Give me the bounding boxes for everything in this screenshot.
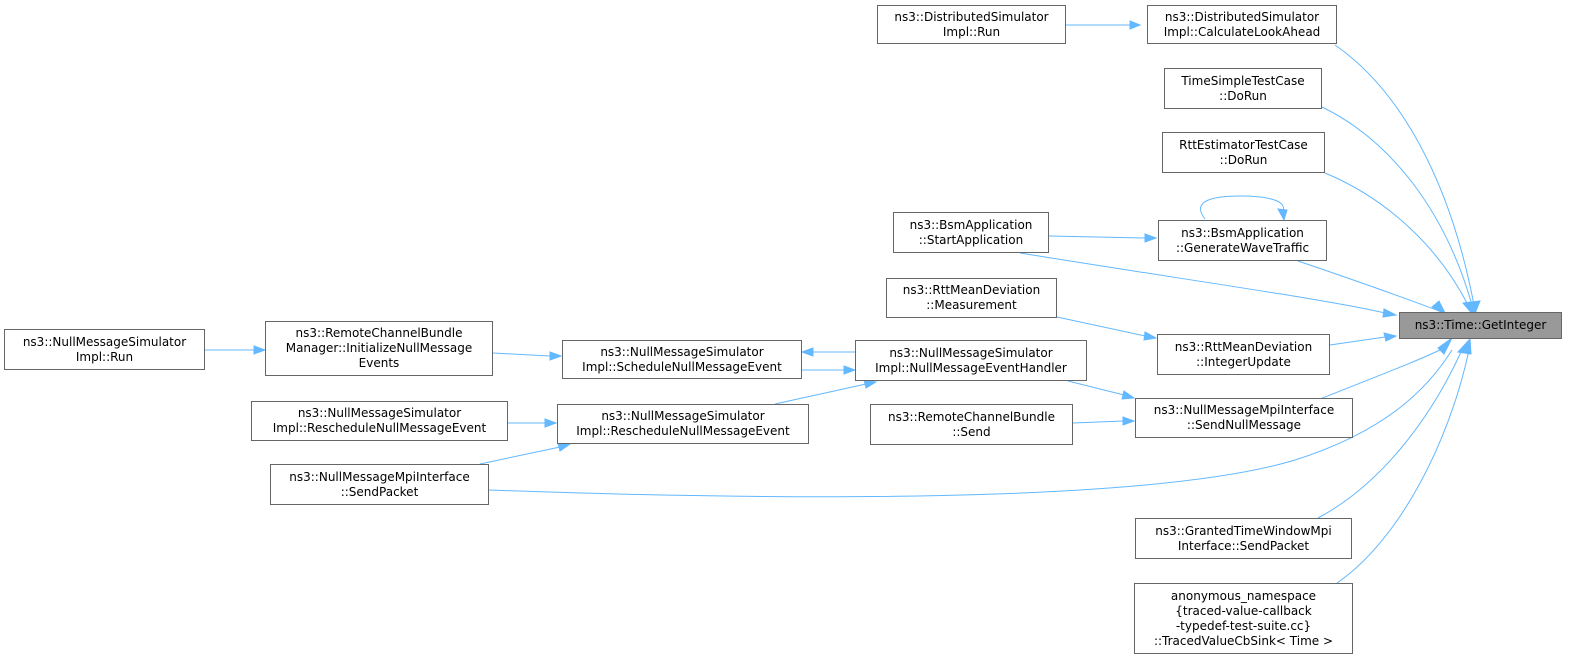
node-rtt-mean-deviation-integer-update[interactable]: ns3::RttMeanDeviation ::IntegerUpdate [1157, 334, 1330, 375]
node-label: ns3::NullMessageSimulator Impl::Schedule… [582, 344, 782, 374]
node-rcb-send[interactable]: ns3::RemoteChannelBundle ::Send [870, 404, 1073, 445]
node-rcb-manager-initialize-null-message-events[interactable]: ns3::RemoteChannelBundle Manager::Initia… [265, 321, 493, 376]
node-label: ns3::RemoteChannelBundle Manager::Initia… [285, 326, 473, 370]
edge-anon-sink-to-target [1336, 349, 1470, 584]
node-bsm-generate-wave-traffic[interactable]: ns3::BsmApplication ::GenerateWaveTraffi… [1158, 220, 1327, 261]
edge-bsm-start-to-target [1019, 252, 1386, 314]
node-label: ns3::NullMessageSimulator Impl::Reschedu… [576, 409, 790, 438]
node-rttestimatortestcase-dorun[interactable]: RttEstimatorTestCase ::DoRun [1162, 132, 1325, 173]
node-nmsi-null-message-event-handler[interactable]: ns3::NullMessageSimulator Impl::NullMess… [855, 340, 1087, 381]
edge-rcb-init-to-sched [492, 352, 551, 357]
edge-bsm-gen-self-loop [1199, 195, 1284, 220]
edge-sendpkt-to-target [488, 349, 1453, 498]
edge-tst-dorun-to-target [1321, 106, 1473, 306]
node-nmsi-reschedule-null-message-event-a[interactable]: ns3::NullMessageSimulator Impl::Reschedu… [557, 404, 809, 444]
edge-arrowhead [1122, 416, 1136, 426]
node-dsi-run[interactable]: ns3::DistributedSimulator Impl::Run [877, 5, 1066, 44]
edge-arrowhead [863, 379, 878, 389]
edge-lookahead-to-target [1334, 44, 1475, 306]
node-label: ns3::NullMessageSimulator Impl::Run [22, 334, 187, 364]
node-nmsi-schedule-null-message-event[interactable]: ns3::NullMessageSimulator Impl::Schedule… [562, 340, 802, 379]
node-dsi-calculate-lookahead[interactable]: ns3::DistributedSimulator Impl::Calculat… [1147, 5, 1337, 44]
node-label: ns3::DistributedSimulator Impl::Calculat… [1163, 9, 1321, 39]
edge-arrowhead [1129, 20, 1142, 30]
node-bsm-start-application[interactable]: ns3::BsmApplication ::StartApplication [893, 212, 1049, 253]
node-label: ns3::Time::GetInteger [1414, 318, 1547, 332]
edge-arrowhead [1143, 331, 1158, 341]
edge-arrowhead [557, 442, 572, 452]
node-label: ns3::RttMeanDeviation ::IntegerUpdate [1174, 339, 1313, 369]
node-label: ns3::RemoteChannelBundle ::Send [888, 409, 1055, 439]
edge-arrowhead [1383, 332, 1398, 342]
node-nmpi-send-packet[interactable]: ns3::NullMessageMpiInterface ::SendPacke… [270, 464, 489, 505]
edge-arrowhead [1431, 300, 1448, 317]
edge-arrowhead [1456, 337, 1472, 355]
node-label: ns3::BsmApplication ::GenerateWaveTraffi… [1175, 225, 1310, 255]
node-label: ns3::GrantedTimeWindowMpi Interface::Sen… [1155, 523, 1332, 553]
edge-arrowhead [1144, 233, 1158, 243]
edge-arrowhead [843, 365, 857, 375]
edge-arrowhead [1437, 337, 1453, 355]
edge-arrowhead [549, 351, 563, 361]
node-label: ns3::DistributedSimulator Impl::Run [894, 9, 1049, 39]
node-label: ns3::NullMessageSimulator Impl::Reschedu… [272, 406, 487, 435]
node-label: ns3::NullMessageSimulator Impl::NullMess… [875, 345, 1067, 375]
edge-sendnull-to-target [1319, 347, 1445, 400]
edge-bsm-gen-to-target [1297, 260, 1443, 313]
edge-rtt-meas-to-int [1056, 316, 1146, 337]
edge-arrowhead [253, 345, 267, 355]
node-label: ns3::RttMeanDeviation ::Measurement [902, 283, 1041, 312]
edge-bsm-start-to-gen [1048, 235, 1146, 239]
target-node-time-getinteger: ns3::Time::GetInteger [1399, 312, 1562, 339]
node-label: TimeSimpleTestCase ::DoRun [1181, 73, 1305, 103]
node-traced-value-cb-sink[interactable]: anonymous_namespace {traced-value-callba… [1134, 583, 1353, 654]
node-gtw-mpi-interface-send-packet[interactable]: ns3::GrantedTimeWindowMpi Interface::Sen… [1135, 518, 1352, 559]
node-label: anonymous_namespace {traced-value-callba… [1153, 588, 1334, 648]
node-label: ns3::NullMessageMpiInterface ::SendPacke… [289, 469, 470, 499]
edge-arrowhead [1462, 300, 1481, 317]
node-label: ns3::BsmApplication ::StartApplication [909, 217, 1033, 247]
edge-arrowhead [544, 418, 558, 428]
node-nmpi-send-null-message[interactable]: ns3::NullMessageMpiInterface ::SendNullM… [1135, 398, 1353, 438]
edge-rtt-dorun-to-target [1324, 172, 1469, 306]
node-rtt-mean-deviation-measurement[interactable]: ns3::RttMeanDeviation ::Measurement [886, 278, 1057, 318]
edge-rtt-int-to-target [1329, 336, 1386, 346]
node-timesimpletestcase-dorun[interactable]: TimeSimpleTestCase ::DoRun [1164, 68, 1322, 109]
edge-rcb-send-to-sendnull [1072, 420, 1124, 424]
node-label: ns3::NullMessageMpiInterface ::SendNullM… [1153, 403, 1335, 432]
edge-sendpkt-to-resched-a [479, 446, 561, 465]
edge-arrowhead [800, 347, 814, 357]
edge-gtw-sendpkt-to-target [1317, 349, 1463, 519]
edge-arrowhead [1382, 308, 1398, 318]
edge-arrowhead [1277, 208, 1288, 222]
edge-resched-a-to-handler [774, 383, 867, 405]
edge-arrowhead [1121, 390, 1136, 400]
node-label: RttEstimatorTestCase ::DoRun [1179, 137, 1308, 167]
node-nmsi-reschedule-null-message-event-b[interactable]: ns3::NullMessageSimulator Impl::Reschedu… [251, 401, 508, 441]
node-nmsi-run[interactable]: ns3::NullMessageSimulator Impl::Run [4, 329, 205, 370]
edge-handler-to-sendnull [1067, 380, 1125, 396]
